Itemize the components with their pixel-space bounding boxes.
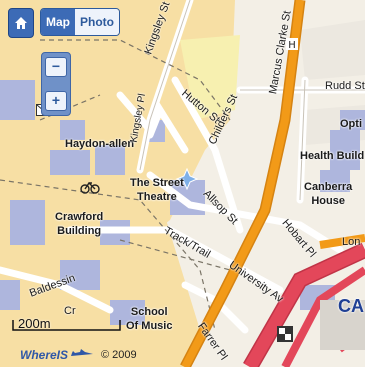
brand-plane-icon bbox=[71, 348, 94, 356]
label-haydon-allen: Haydon-allen bbox=[65, 138, 135, 150]
label-school-of-music: School Of Music bbox=[126, 306, 173, 332]
map-tab[interactable]: Map bbox=[41, 9, 75, 35]
info-star-icon[interactable] bbox=[176, 168, 198, 190]
label-opti: Opti bbox=[340, 118, 362, 130]
photo-tab[interactable]: Photo bbox=[75, 9, 119, 35]
label-ca: CA bbox=[338, 296, 364, 316]
bicycle-icon bbox=[80, 181, 100, 194]
brand-logo[interactable]: WhereIS bbox=[20, 347, 69, 362]
copyright: © 2009 bbox=[101, 348, 137, 361]
label-the-street-theatre: The Street Theatre bbox=[130, 177, 184, 203]
scale-label: 200m bbox=[18, 316, 51, 331]
label-health-build: Health Build bbox=[300, 150, 365, 162]
label-canberra-house: Canberra House bbox=[304, 181, 353, 207]
map-type-toggle[interactable]: Map Photo bbox=[40, 8, 120, 36]
home-button[interactable] bbox=[8, 8, 34, 38]
hospital-icon: H bbox=[286, 38, 298, 50]
scale-bar bbox=[12, 320, 121, 331]
label-crawford-building: Crawford Building bbox=[55, 211, 104, 237]
london-circuit bbox=[319, 234, 365, 249]
checker-icon bbox=[277, 326, 293, 342]
city-block bbox=[320, 300, 365, 350]
park-area bbox=[180, 35, 240, 120]
label-cr: Cr bbox=[64, 305, 76, 317]
map-footer: WhereIS © 2009 bbox=[0, 342, 365, 367]
marcus-clarke-st bbox=[181, 0, 304, 367]
svg-text:H: H bbox=[288, 40, 296, 50]
street-edges bbox=[139, 0, 365, 201]
zoom-in-button[interactable]: + bbox=[45, 91, 67, 111]
highway bbox=[244, 244, 365, 367]
label-rudd-st: Rudd St bbox=[325, 80, 365, 92]
label-lon: Lon bbox=[342, 236, 361, 248]
zoom-out-button[interactable]: − bbox=[45, 57, 67, 77]
home-icon bbox=[15, 17, 27, 29]
zoom-control[interactable]: − + bbox=[41, 52, 71, 116]
block bbox=[300, 20, 365, 80]
